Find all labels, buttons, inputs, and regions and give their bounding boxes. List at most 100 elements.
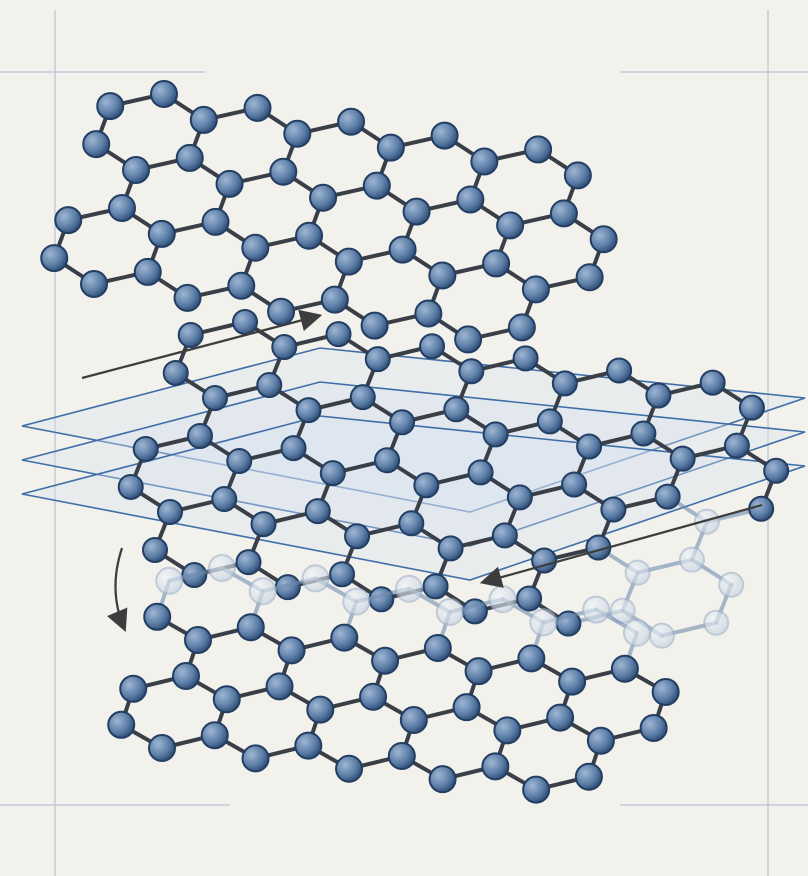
carbon-atom xyxy=(512,345,539,372)
carbon-atom xyxy=(294,731,323,760)
atoms xyxy=(107,554,680,804)
carbon-atom xyxy=(119,674,148,703)
carbon-atom xyxy=(413,472,440,499)
carbon-atom xyxy=(651,677,680,706)
carbon-atom xyxy=(388,235,417,264)
carbon-atom xyxy=(395,574,424,603)
carbon-atom xyxy=(330,623,359,652)
carbon-atom xyxy=(517,644,546,673)
carbon-atom xyxy=(678,546,705,573)
carbon-atom xyxy=(265,672,294,701)
carbon-atom xyxy=(359,682,388,711)
carbon-atom xyxy=(748,495,775,522)
carbon-atom xyxy=(226,448,253,475)
carbon-atom xyxy=(454,325,483,354)
carbon-atom xyxy=(162,359,189,386)
carbon-atom xyxy=(108,194,136,222)
carbon-atom xyxy=(470,147,499,176)
carbon-atom xyxy=(184,626,212,654)
carbon-atom xyxy=(574,762,603,791)
carbon-atom xyxy=(187,423,213,449)
carbon-atom xyxy=(241,233,270,262)
carbon-atom xyxy=(227,271,256,300)
carbon-atom xyxy=(241,744,270,773)
arrow-curve-down xyxy=(107,547,128,633)
carbon-atom xyxy=(295,221,324,250)
carbon-atom xyxy=(645,382,672,409)
carbon-atom xyxy=(456,185,485,214)
carbon-atom xyxy=(337,107,366,136)
carbon-atom xyxy=(280,435,307,462)
carbon-atom xyxy=(458,358,485,385)
carbon-atom xyxy=(172,662,200,690)
carbon-atom xyxy=(482,421,509,448)
carbon-atom xyxy=(521,275,550,304)
carbon-atom xyxy=(481,752,510,781)
carbon-atom xyxy=(387,741,416,770)
carbon-atom xyxy=(344,523,371,550)
carbon-atom xyxy=(232,309,258,335)
carbon-atom xyxy=(80,270,108,298)
carbon-atom xyxy=(342,587,371,616)
carbon-atom xyxy=(491,522,518,549)
arrow-restack-left xyxy=(479,503,763,588)
carbon-atom xyxy=(277,636,306,665)
carbon-atom xyxy=(334,247,363,276)
carbon-atom xyxy=(177,321,204,348)
carbon-atom xyxy=(309,183,338,212)
carbon-atom xyxy=(763,457,790,484)
bottom-graphene-layer xyxy=(107,554,680,804)
carbon-atom xyxy=(507,313,536,342)
carbon-atom xyxy=(283,119,312,148)
carbon-atom xyxy=(482,249,511,278)
carbon-atom xyxy=(320,285,349,314)
process-arrows xyxy=(81,309,763,633)
carbon-atom xyxy=(549,199,578,228)
carbon-atom xyxy=(430,121,459,150)
atoms xyxy=(117,309,790,649)
top-graphene-layer xyxy=(40,80,618,354)
carbon-atom xyxy=(189,105,218,134)
carbon-atom xyxy=(654,483,681,510)
carbon-atom xyxy=(529,608,558,637)
carbon-atom xyxy=(150,80,178,108)
carbon-atom xyxy=(493,716,522,745)
carbon-atom xyxy=(606,357,633,384)
substrate-sheet xyxy=(21,415,806,581)
carbon-atom xyxy=(360,311,389,340)
carbon-atom xyxy=(437,535,464,562)
carbon-atom xyxy=(558,667,587,696)
carbon-atom xyxy=(586,726,615,755)
carbon-atom xyxy=(40,244,69,273)
carbon-atom xyxy=(147,219,176,248)
carbon-atom xyxy=(600,496,627,523)
carbon-atom xyxy=(122,156,150,184)
carbon-atom xyxy=(402,197,431,226)
carbon-atom xyxy=(374,447,401,474)
carbon-atom xyxy=(325,321,352,348)
carbon-atom xyxy=(546,703,575,732)
carbon-atom xyxy=(435,597,464,626)
carbon-atom xyxy=(306,695,335,724)
carbon-atom xyxy=(589,225,618,254)
carbon-atom xyxy=(96,92,125,121)
carbon-atom xyxy=(422,573,449,600)
carbon-atom xyxy=(215,169,244,198)
carbon-atom xyxy=(269,157,298,186)
carbon-atom xyxy=(506,484,533,511)
carbon-atom xyxy=(54,206,83,235)
carbon-atom xyxy=(522,775,551,804)
carbon-atom xyxy=(576,433,603,460)
carbon-atom xyxy=(389,409,416,436)
carbon-atom xyxy=(301,564,330,593)
carbon-atom xyxy=(443,396,470,423)
carbon-atom xyxy=(362,171,391,200)
carbon-atom xyxy=(148,734,176,762)
carbon-atom xyxy=(398,510,425,537)
carbon-atom xyxy=(536,408,563,435)
carbon-atom xyxy=(132,435,159,462)
carbon-atom xyxy=(551,370,578,397)
carbon-atom xyxy=(630,420,657,447)
carbon-atom xyxy=(133,257,162,286)
